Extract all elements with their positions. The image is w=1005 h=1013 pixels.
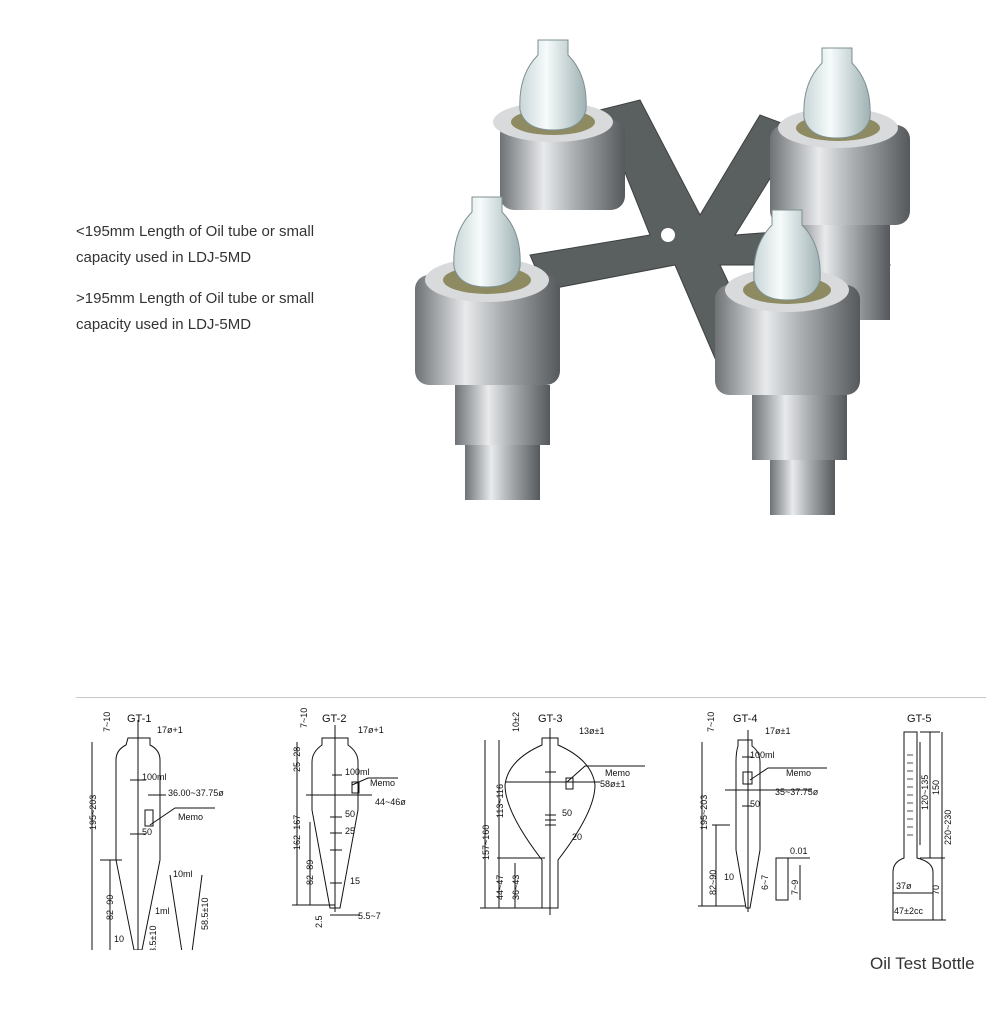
dimension-label: 10ml bbox=[173, 869, 193, 879]
dimension-label: 7~9 bbox=[790, 880, 800, 895]
dimension-label: 100ml bbox=[750, 750, 775, 760]
dimension-label: 17ø+1 bbox=[157, 725, 183, 735]
tube-dimension-diagrams: GT-1 17ø+1 100ml 36.00~37.75ø Memo 50 10… bbox=[88, 708, 953, 950]
dimension-label: 195~203 bbox=[699, 795, 709, 830]
section-divider bbox=[76, 697, 986, 698]
diagram-gt-5: GT-5 37ø 47±2cc 120~135 150 220~230 70 bbox=[892, 713, 953, 921]
rotor-holder bbox=[493, 39, 625, 210]
dimension-label: 58.5±10 bbox=[200, 898, 210, 930]
dimension-label: 1ml bbox=[155, 906, 170, 916]
dimension-label: 50 bbox=[142, 827, 152, 837]
dimension-label: 162~167 bbox=[292, 815, 302, 850]
diagram-title: GT-3 bbox=[538, 713, 562, 725]
dimension-label: Memo bbox=[178, 812, 203, 822]
description-large-tube: >195mm Length of Oil tube or small capac… bbox=[76, 290, 315, 333]
dimension-label: 0.01 bbox=[790, 846, 808, 856]
dimension-label: 82~90 bbox=[708, 870, 718, 895]
dimension-label: 7~10 bbox=[706, 712, 716, 732]
dimension-label: 6~7 bbox=[760, 875, 770, 890]
dimension-label: 50 bbox=[345, 809, 355, 819]
rotor-holder bbox=[415, 196, 560, 500]
dimension-label: 50 bbox=[562, 808, 572, 818]
dimension-label: 10 bbox=[724, 872, 734, 882]
dimension-label: 150 bbox=[931, 780, 941, 795]
diagram-title: GT-4 bbox=[733, 713, 757, 725]
dimension-label: 47±2cc bbox=[894, 906, 923, 916]
dimension-label: 120~135 bbox=[920, 775, 930, 810]
dimension-label: 25 bbox=[345, 826, 355, 836]
dimension-label: 20 bbox=[572, 832, 582, 842]
dimension-label: 15 bbox=[350, 876, 360, 886]
dimension-label: 10 bbox=[114, 934, 124, 944]
diagram-title: GT-2 bbox=[322, 713, 346, 725]
dimension-label: 17ø±1 bbox=[765, 726, 790, 736]
dimension-label: Memo bbox=[605, 768, 630, 778]
dimension-label: 25~28 bbox=[292, 747, 302, 772]
diagram-gt-3: GT-3 13ø±1 Memo 58ø±1 50 20 10±2 157~160… bbox=[480, 712, 645, 915]
dimension-label: Memo bbox=[370, 778, 395, 788]
dimension-label: 82~90 bbox=[105, 895, 115, 920]
dimension-label: 13ø±1 bbox=[579, 726, 604, 736]
dimension-label: 36~43 bbox=[511, 875, 521, 900]
diagram-gt-2: GT-2 17ø+1 100ml Memo 44~46ø 50 25 15 5.… bbox=[292, 708, 406, 928]
diagram-gt-4: GT-4 17ø±1 100ml Memo 35~37.75ø 50 10 0.… bbox=[698, 712, 827, 912]
dimension-label: 82~89 bbox=[305, 860, 315, 885]
rotor-holder bbox=[715, 209, 860, 515]
dimension-label: 5.5~7 bbox=[358, 911, 381, 921]
dimension-label: 2.5 bbox=[314, 915, 324, 928]
dimension-label: 50 bbox=[750, 799, 760, 809]
description-small-tube: <195mm Length of Oil tube or small capac… bbox=[76, 223, 315, 266]
dimension-label: 17ø+1 bbox=[358, 725, 384, 735]
oil-test-bottle-caption: Oil Test Bottle bbox=[870, 954, 975, 973]
diagram-gt-1: GT-1 17ø+1 100ml 36.00~37.75ø Memo 50 10… bbox=[88, 712, 224, 950]
dimension-label: 7~10 bbox=[102, 712, 112, 732]
dimension-label: 35~37.75ø bbox=[775, 787, 819, 797]
dimension-label: 44~46ø bbox=[375, 797, 406, 807]
dimension-label: 113~116 bbox=[495, 784, 505, 818]
dimension-label: 157~160 bbox=[481, 825, 491, 860]
dimension-label: 10±2 bbox=[511, 712, 521, 732]
dimension-label: 7~10 bbox=[299, 708, 309, 728]
dimension-label: 23.5±10 bbox=[148, 926, 158, 950]
dimension-label: 195~203 bbox=[88, 795, 98, 830]
rotor-image bbox=[415, 39, 910, 515]
dimension-label: 37ø bbox=[896, 881, 912, 891]
dimension-label: 44~47 bbox=[495, 875, 505, 900]
dimension-label: 220~230 bbox=[943, 810, 953, 845]
dimension-label: 58ø±1 bbox=[600, 779, 625, 789]
dimension-label: 36.00~37.75ø bbox=[168, 788, 224, 798]
dimension-label: 100ml bbox=[142, 772, 167, 782]
dimension-label: 70 bbox=[931, 885, 941, 895]
dimension-label: Memo bbox=[786, 768, 811, 778]
diagram-title: GT-1 bbox=[127, 713, 151, 725]
diagram-title: GT-5 bbox=[907, 713, 931, 725]
dimension-label: 100ml bbox=[345, 767, 370, 777]
